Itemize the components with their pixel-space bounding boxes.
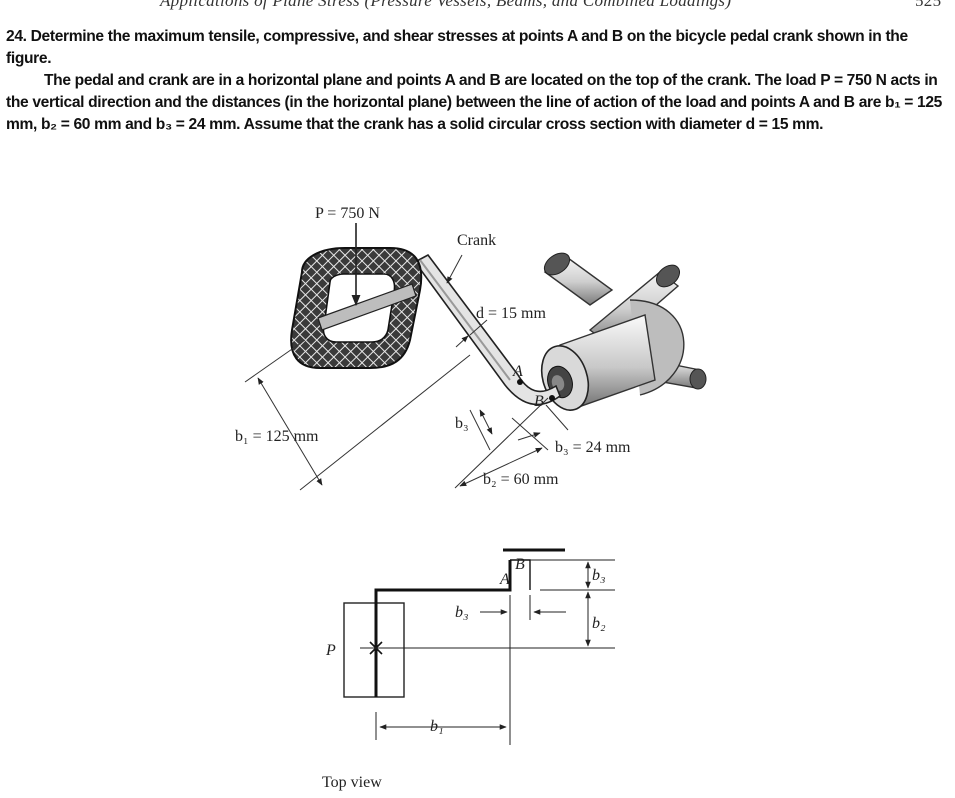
b2-label: b₂ = 60 mm	[483, 471, 559, 488]
top-view-b3-left-label: b₃	[455, 604, 469, 621]
top-view-caption: Top view	[322, 774, 382, 791]
point-a-label: A	[512, 363, 523, 380]
point-b-label: B	[534, 393, 544, 410]
point-a-marker	[517, 379, 523, 385]
top-view-b3-right-label: b₃	[592, 567, 606, 584]
diameter-label: d = 15 mm	[476, 305, 546, 322]
b1-label: b₁ = 125 mm	[235, 428, 319, 445]
top-view-b2-right-label: b₂	[592, 615, 606, 632]
problem-number: 24.	[6, 28, 27, 45]
top-view-b1-label: b₁	[430, 718, 444, 735]
problem-line-1: Determine the maximum tensile, compressi…	[6, 28, 908, 67]
problem-paragraph-1: 24. Determine the maximum tensile, compr…	[6, 26, 950, 70]
page-number: 525	[915, 0, 942, 10]
b3-small-label: b₃	[455, 415, 469, 432]
pedal	[290, 247, 423, 369]
top-view-a-label: A	[499, 571, 510, 588]
dimension-lines-3d	[244, 254, 569, 491]
top-view-p-label: P	[325, 642, 336, 659]
running-header-text: Applications of Plane Stress (Pressure V…	[160, 0, 732, 10]
crank-label: Crank	[457, 232, 496, 249]
problem-paragraph-2: The pedal and crank are in a horizontal …	[6, 72, 943, 133]
top-view-drawing	[343, 548, 615, 745]
crank-arm	[413, 253, 561, 406]
point-b-marker	[549, 395, 555, 401]
running-header: Applications of Plane Stress (Pressure V…	[0, 0, 955, 14]
b3-label: b₃ = 24 mm	[555, 439, 631, 456]
problem-statement: 24. Determine the maximum tensile, compr…	[6, 26, 950, 136]
top-view-b-label: B	[515, 556, 525, 573]
load-label: P = 750 N	[315, 205, 380, 222]
